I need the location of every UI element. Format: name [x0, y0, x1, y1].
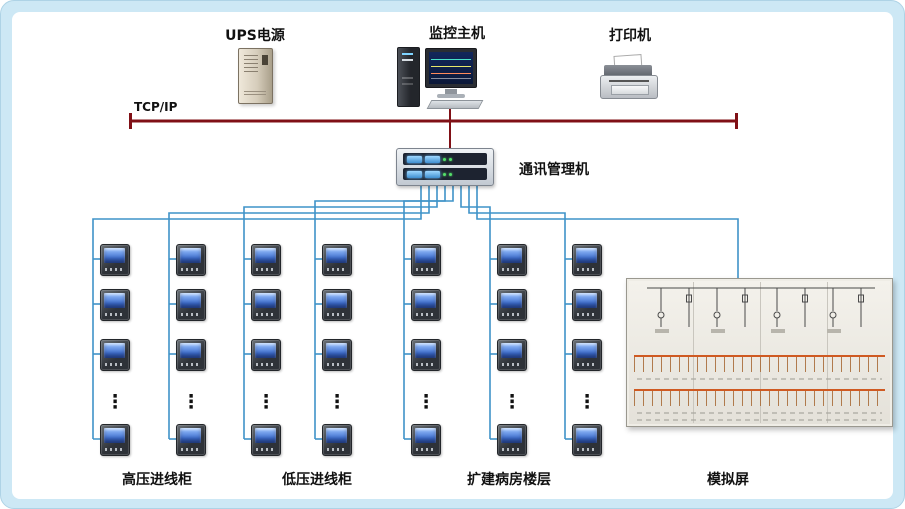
power-meter	[176, 289, 206, 321]
group-label-hv: 高压进线柜	[122, 472, 192, 488]
monitor-icon	[425, 48, 477, 88]
power-meter	[411, 244, 441, 276]
power-meter	[322, 339, 352, 371]
printer-tray	[611, 85, 649, 95]
power-meter	[100, 244, 130, 276]
power-meter	[497, 339, 527, 371]
comm-led-icon	[449, 172, 452, 176]
ups-vents	[244, 55, 258, 73]
power-meter	[322, 424, 352, 456]
power-meter	[251, 339, 281, 371]
meter-column: ⋮	[251, 244, 281, 456]
comm-manager-label: 通讯管理机	[519, 162, 589, 178]
power-meter	[411, 424, 441, 456]
power-meter	[322, 244, 352, 276]
group-label-mimic: 模拟屏	[707, 472, 749, 488]
power-meter	[100, 289, 130, 321]
column-ellipsis: ⋮	[256, 391, 276, 413]
ups-display	[262, 55, 268, 65]
printer-slot	[609, 80, 649, 82]
power-meter	[497, 289, 527, 321]
panel-text-row	[637, 378, 882, 380]
comm-screen-icon	[407, 155, 422, 163]
comm-manager-device	[396, 148, 494, 186]
monitoring-host-icon	[397, 45, 484, 109]
meter-column: ⋮	[176, 244, 206, 456]
meter-column: ⋮	[322, 244, 352, 456]
printer-icon	[600, 54, 658, 99]
comm-manager-rack-row	[403, 153, 487, 165]
panel-seam	[693, 282, 694, 423]
pc-tower-icon	[397, 47, 420, 107]
host-label: 监控主机	[429, 26, 485, 42]
keyboard-icon	[426, 100, 484, 109]
power-meter	[411, 289, 441, 321]
power-meter	[572, 424, 602, 456]
power-meter	[251, 244, 281, 276]
power-meter	[100, 339, 130, 371]
column-ellipsis: ⋮	[327, 391, 347, 413]
column-ellipsis: ⋮	[416, 391, 436, 413]
monitor-base	[437, 94, 465, 98]
tcpip-label: TCP/IP	[134, 100, 178, 114]
power-meter	[497, 424, 527, 456]
panel-bus-row	[634, 355, 885, 372]
comm-screen-icon	[425, 155, 440, 163]
meter-column: ⋮	[497, 244, 527, 456]
panel-seam	[827, 282, 828, 423]
power-meter	[497, 244, 527, 276]
tcpip-bus-line	[129, 113, 738, 129]
ups-icon	[238, 48, 273, 104]
meter-column: ⋮	[411, 244, 441, 456]
power-meter	[322, 289, 352, 321]
panel-bus-row	[634, 389, 885, 406]
column-ellipsis: ⋮	[577, 391, 597, 413]
fanout-lines	[92, 186, 739, 439]
power-meter	[176, 244, 206, 276]
ups-slots	[244, 91, 266, 97]
monitor-screen	[429, 52, 473, 84]
panel-oneline-diagram	[647, 287, 875, 333]
comm-led-icon	[443, 172, 446, 176]
meter-column: ⋮	[572, 244, 602, 456]
group-label-ward: 扩建病房楼层	[467, 472, 551, 488]
power-meter	[176, 339, 206, 371]
power-meter	[411, 339, 441, 371]
panel-seam	[760, 282, 761, 423]
comm-led-icon	[449, 157, 452, 161]
panel-text-row	[637, 412, 882, 414]
column-ellipsis: ⋮	[502, 391, 522, 413]
group-label-lv: 低压进线柜	[282, 472, 352, 488]
printer-label: 打印机	[609, 28, 651, 44]
power-meter	[572, 244, 602, 276]
printer-body	[600, 75, 658, 99]
power-meter	[251, 289, 281, 321]
comm-led-icon	[443, 157, 446, 161]
monitor-stand	[445, 89, 457, 94]
mimic-panel	[626, 278, 893, 427]
power-meter	[251, 424, 281, 456]
meter-column: ⋮	[100, 244, 130, 456]
panel-text-row	[637, 419, 882, 421]
column-ellipsis: ⋮	[181, 391, 201, 413]
power-meter	[572, 289, 602, 321]
ups-label: UPS电源	[225, 28, 285, 44]
power-meter	[176, 424, 206, 456]
comm-screen-icon	[425, 170, 440, 178]
printer-lid	[604, 65, 652, 77]
power-meter	[572, 339, 602, 371]
comm-screen-icon	[407, 170, 422, 178]
column-ellipsis: ⋮	[105, 391, 125, 413]
power-meter	[100, 424, 130, 456]
comm-manager-rack-row	[403, 168, 487, 180]
